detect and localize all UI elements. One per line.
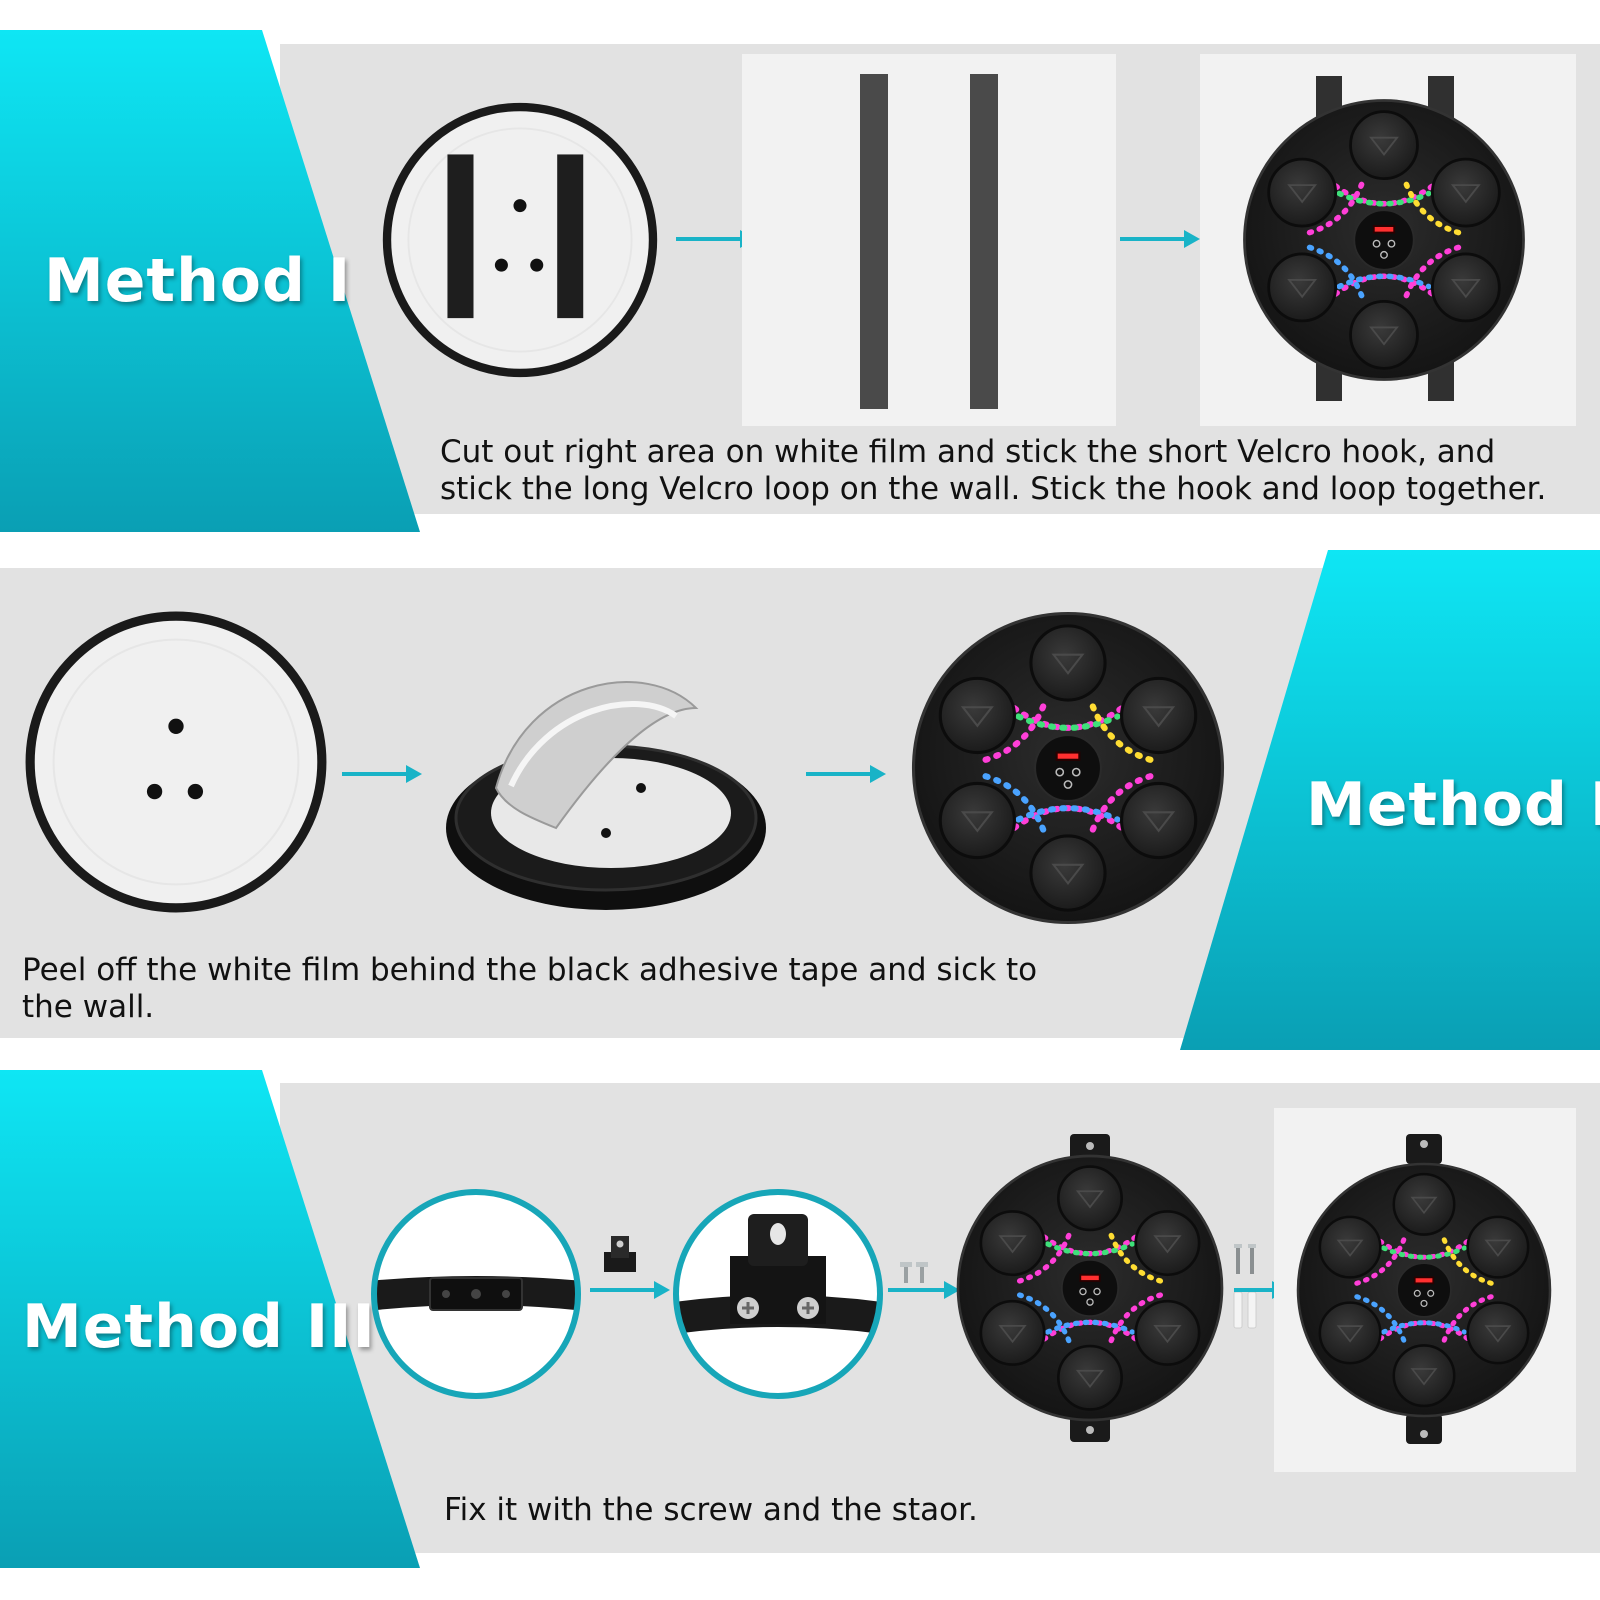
arrow-icon bbox=[806, 765, 886, 783]
method-2-title: Method II bbox=[1306, 770, 1600, 840]
arrow-icon bbox=[1120, 230, 1200, 248]
bracket-installed-closeup-image bbox=[673, 1189, 883, 1399]
device-with-brackets-image bbox=[950, 1134, 1230, 1442]
method-2-teal-banner bbox=[1180, 550, 1600, 1050]
screws-icon bbox=[900, 1262, 928, 1283]
method-2-caption: Peel off the white film behind the black… bbox=[22, 952, 1172, 1026]
mounted-device-adhesive-image bbox=[910, 610, 1226, 926]
method-1-caption-line-2: stick the long Velcro loop on the wall. … bbox=[440, 471, 1547, 507]
method-3-title: Method III bbox=[22, 1292, 376, 1362]
method-3-teal-banner bbox=[0, 1070, 420, 1568]
arrow-icon bbox=[888, 1281, 960, 1299]
bracket-slot-closeup-image bbox=[371, 1189, 581, 1399]
method-1-caption-line-1: Cut out right area on white film and sti… bbox=[440, 434, 1496, 470]
method-2-caption-line-2: the wall. bbox=[22, 989, 155, 1025]
velcro-loop-panel bbox=[742, 54, 1116, 426]
method-1-caption: Cut out right area on white film and sti… bbox=[440, 434, 1590, 508]
method-2-caption-line-1: Peel off the white film behind the black… bbox=[22, 952, 1038, 988]
velcro-loop-strips-image bbox=[860, 74, 998, 409]
wall-screws-anchors-icon bbox=[1233, 1244, 1257, 1329]
mounted-device-velcro-image bbox=[1200, 76, 1576, 401]
adhesive-back-plate-image bbox=[26, 612, 326, 912]
method-1-teal-banner bbox=[0, 30, 420, 532]
method-3-caption: Fix it with the screw and the staor. bbox=[444, 1492, 978, 1528]
back-plate-with-velcro-image bbox=[380, 100, 660, 380]
arrow-icon bbox=[590, 1281, 670, 1299]
wall-mounted-device-image bbox=[1274, 1134, 1576, 1444]
method-1-title: Method I bbox=[44, 246, 352, 316]
arrow-icon bbox=[342, 765, 422, 783]
bracket-icon bbox=[604, 1236, 636, 1272]
peeling-film-image bbox=[446, 681, 766, 910]
